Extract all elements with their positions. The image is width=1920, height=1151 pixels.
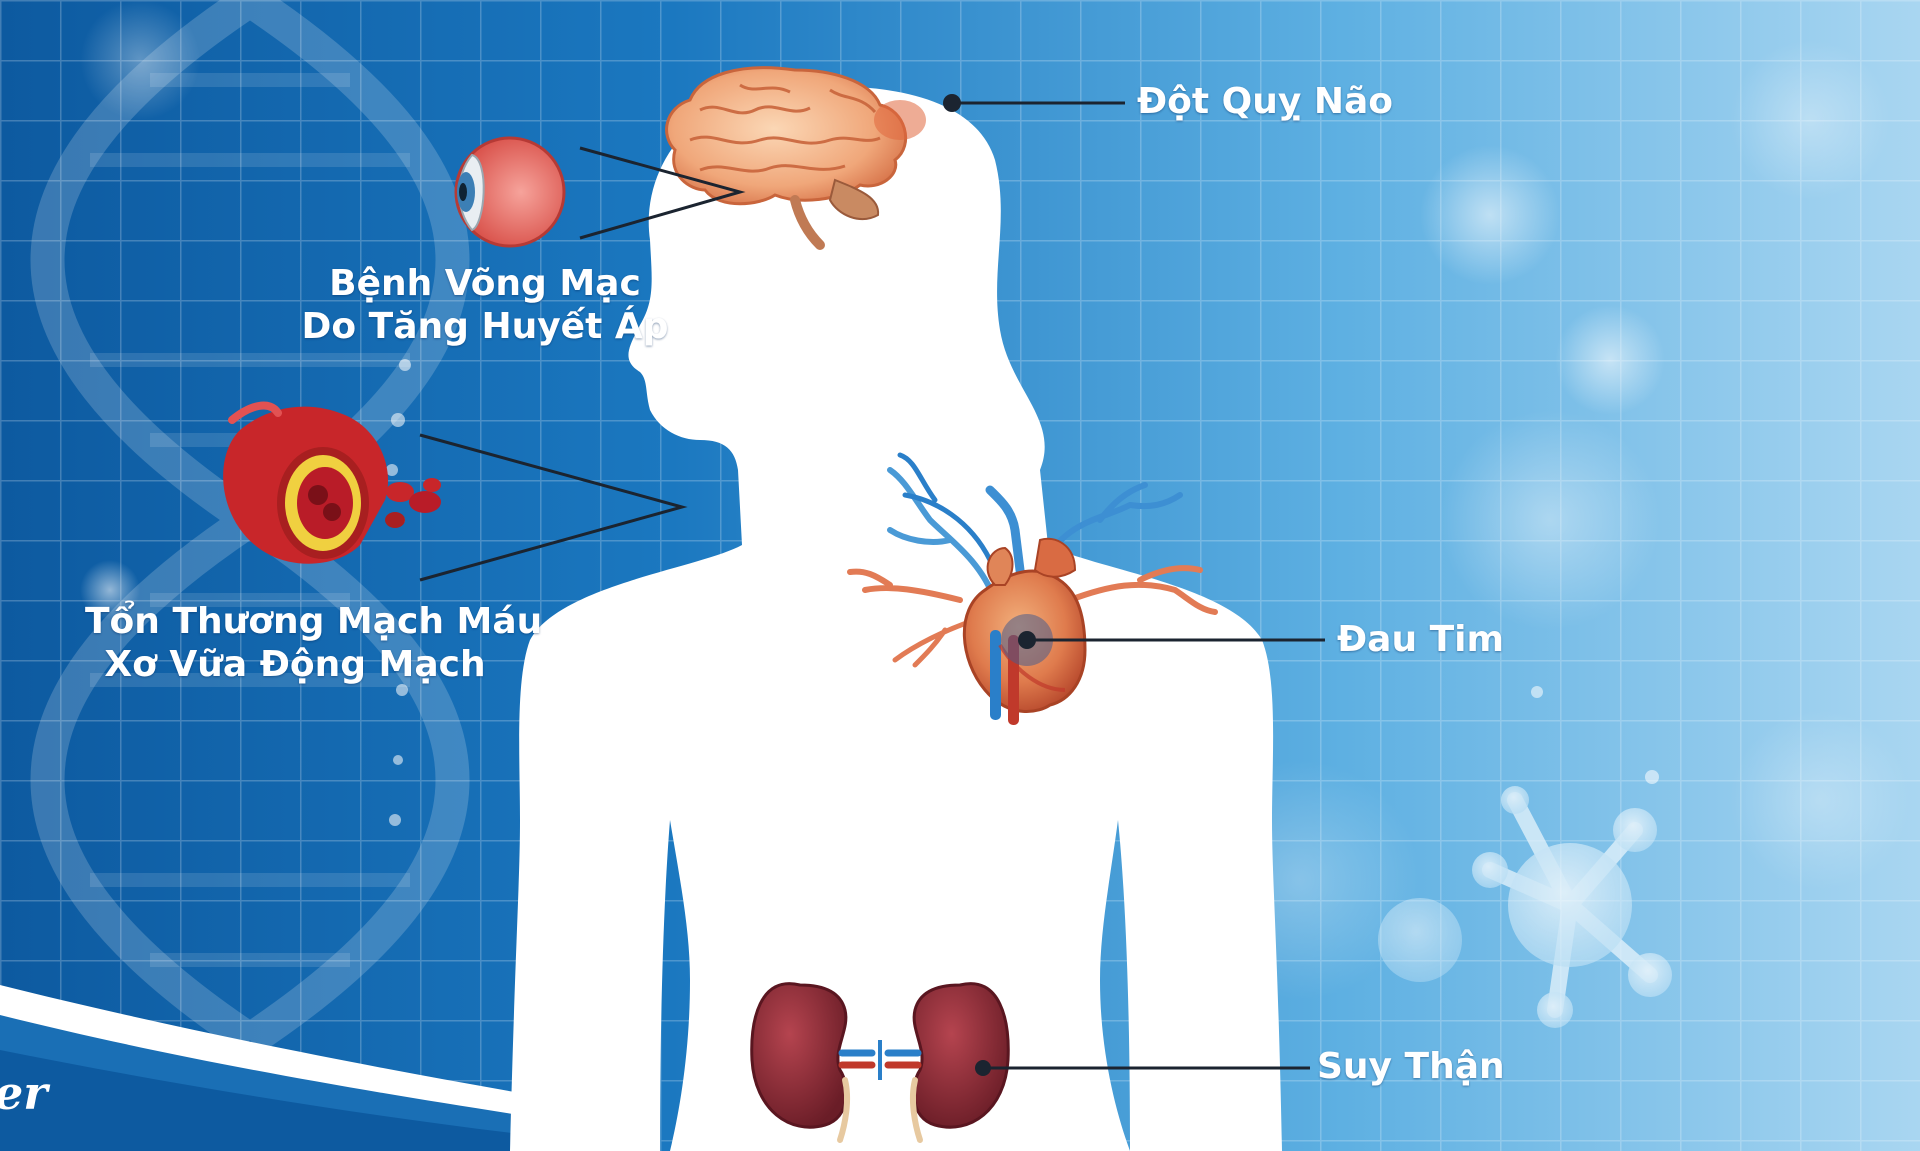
label-stroke: Đột Quỵ Não [1137,80,1393,123]
label-kidney-failure: Suy Thận [1317,1045,1505,1088]
label-vascular-damage-line1: Tổn Thương Mạch Máu [85,600,505,643]
brand-logo-fragment: er [0,1066,48,1120]
label-vascular-damage-line2: Xơ Vữa Động Mạch [85,643,505,686]
label-retinopathy: Bệnh Võng Mạc Do Tăng Huyết Áp [300,262,670,348]
label-retinopathy-line1: Bệnh Võng Mạc [300,262,670,305]
eye-icon [456,138,564,246]
label-vascular-damage: Tổn Thương Mạch Máu Xơ Vữa Động Mạch [85,600,505,686]
label-retinopathy-line2: Do Tăng Huyết Áp [300,305,670,348]
label-heart-attack: Đau Tim [1337,618,1504,661]
